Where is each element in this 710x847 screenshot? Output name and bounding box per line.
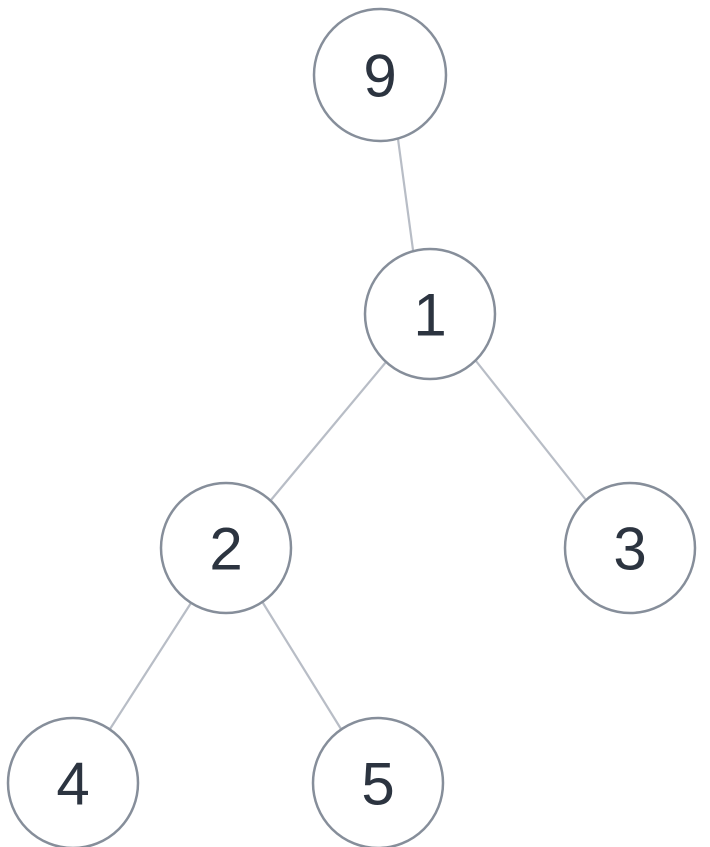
tree-edge-n9-to-n1 [396,137,415,252]
tree-node-4[interactable]: 4 [6,716,140,847]
tree-edge-n1-to-n3 [474,359,588,502]
tree-edges-group [108,137,588,731]
tree-node-1[interactable]: 1 [363,247,497,381]
tree-node-label-5: 5 [361,751,394,818]
tree-node-circle-3[interactable] [563,481,697,615]
tree-node-label-1: 1 [413,282,446,349]
tree-edge-n2-to-n4 [108,601,193,731]
tree-node-label-4: 4 [56,751,89,818]
tree-node-label-3: 3 [613,516,646,583]
tree-node-2[interactable]: 2 [159,481,293,615]
tree-node-9[interactable]: 9 [312,7,448,143]
tree-node-3[interactable]: 3 [563,481,697,615]
tree-node-label-2: 2 [209,516,242,583]
tree-node-5[interactable]: 5 [311,716,445,847]
tree-nodes-group: 9 1 2 3 4 5 [6,7,697,847]
tree-node-label-9: 9 [363,43,396,110]
tree-node-circle-2[interactable] [159,481,293,615]
tree-edge-n2-to-n5 [261,601,343,731]
tree-edge-n1-to-n2 [269,360,388,502]
tree-node-circle-4[interactable] [6,716,140,847]
tree-node-circle-5[interactable] [311,716,445,847]
tree-node-circle-1[interactable] [363,247,497,381]
tree-node-circle-9[interactable] [312,7,448,143]
